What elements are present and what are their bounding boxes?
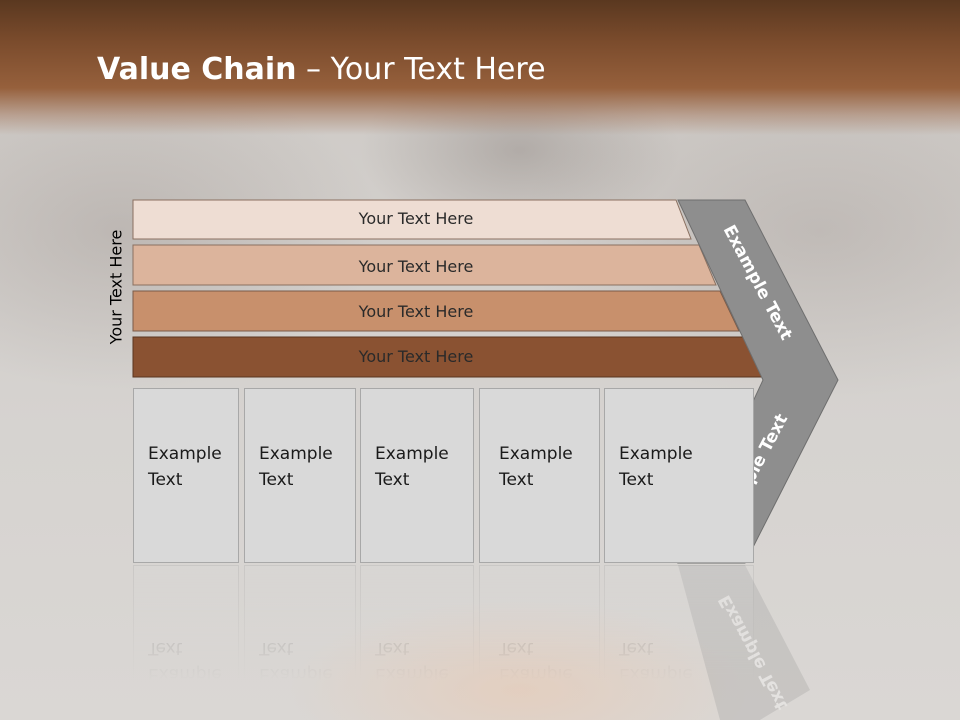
activity-box-4-line1: Example xyxy=(499,444,573,464)
slide-title: Value Chain – Your Text Here xyxy=(97,52,546,87)
band-label-3: Your Text Here xyxy=(358,302,474,321)
band-label-4: Your Text Here xyxy=(358,347,474,366)
activity-box-5-line1: Example xyxy=(619,444,693,464)
activity-box-4: Example Text xyxy=(479,388,600,563)
activity-box-4-line2: Text xyxy=(499,470,534,490)
slide-title-rest: – Your Text Here xyxy=(296,52,546,87)
slide-title-bold: Value Chain xyxy=(97,52,297,87)
band-shape-1 xyxy=(132,199,692,240)
band-label-1: Your Text Here xyxy=(358,209,474,228)
title-bar xyxy=(0,0,960,135)
activity-box-1: Example Text xyxy=(133,388,239,563)
activity-box-3-line2: Text xyxy=(375,470,410,490)
activity-box-2: Example Text xyxy=(244,388,356,563)
activity-box-5-line2: Text xyxy=(619,470,654,490)
activity-box-1-line1: Example xyxy=(148,444,222,464)
activity-box-3: Example Text xyxy=(360,388,474,563)
activity-box-1-line2: Text xyxy=(148,470,183,490)
activity-box-2-line1: Example xyxy=(259,444,333,464)
band-label-2: Your Text Here xyxy=(358,257,474,276)
chevron-reflection: Example Text xyxy=(678,565,810,720)
activity-box-5: Example Text xyxy=(604,388,754,563)
band-shape-3 xyxy=(132,290,740,332)
band-shape-2 xyxy=(132,244,717,286)
activity-box-2-line2: Text xyxy=(259,470,294,490)
chevron-arrow xyxy=(677,199,839,564)
activity-box-3-line1: Example xyxy=(375,444,449,464)
